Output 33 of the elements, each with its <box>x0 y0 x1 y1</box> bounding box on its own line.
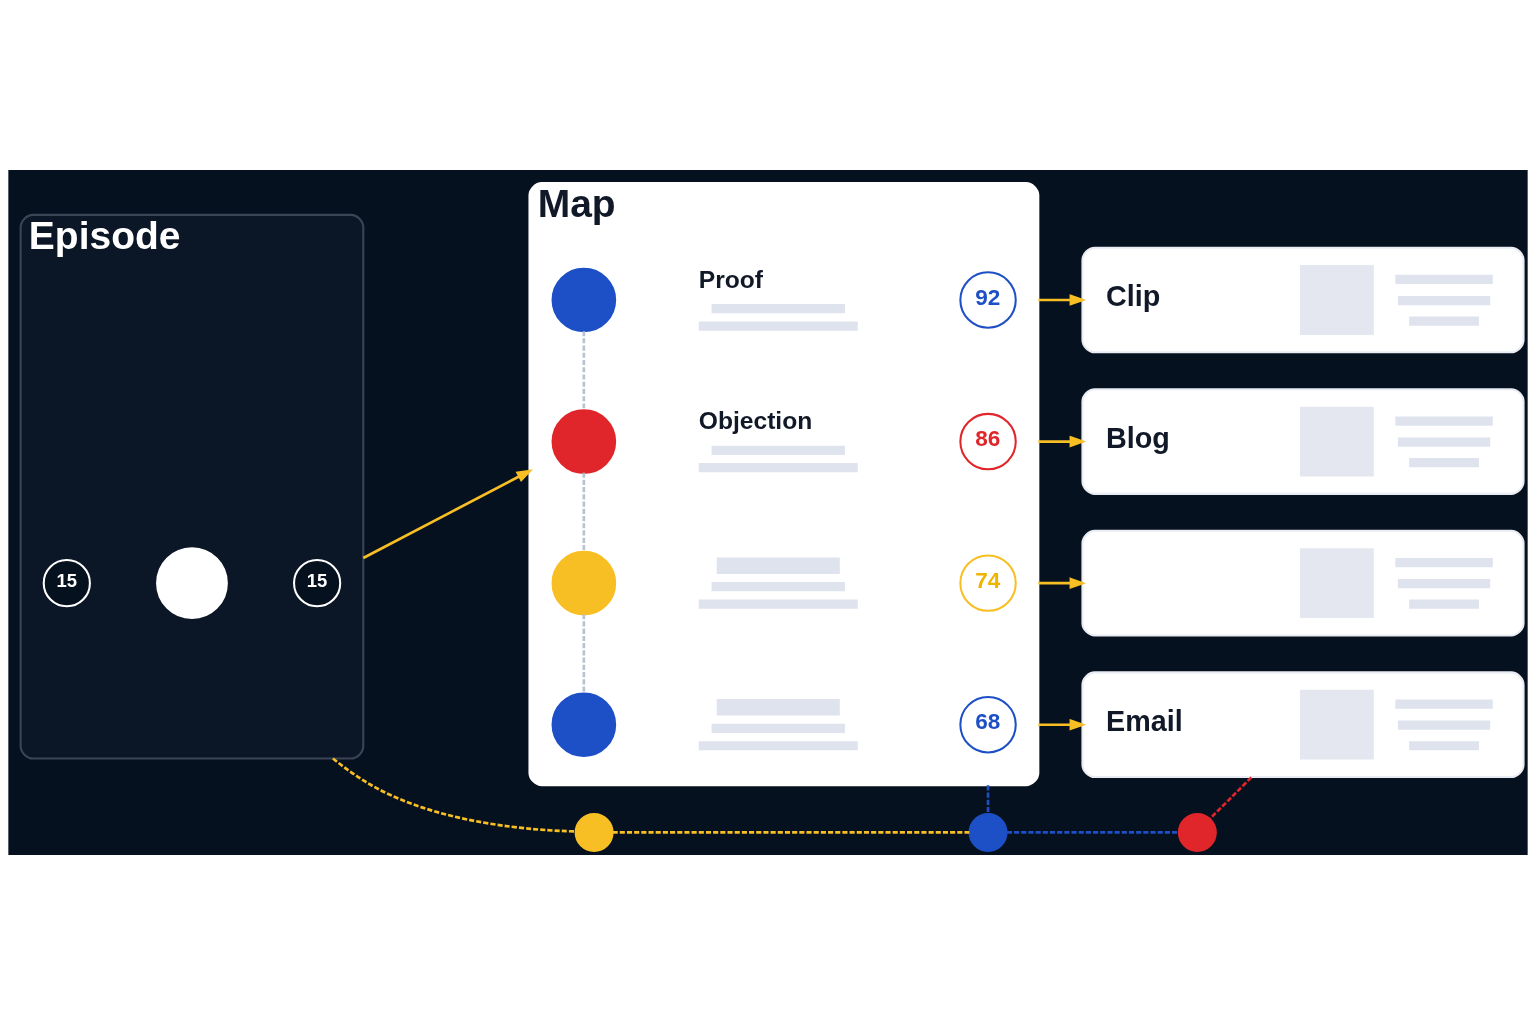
node-circle <box>551 267 617 332</box>
node-circle: 92 <box>959 270 1017 329</box>
connector <box>582 613 586 693</box>
node-circle <box>551 691 617 757</box>
node-box <box>1081 529 1525 636</box>
node-circle <box>1177 812 1217 852</box>
connector <box>1006 830 1179 834</box>
node-circle: 86 <box>959 412 1017 470</box>
node-box: Blog <box>1081 387 1525 495</box>
node-circle: 15 <box>42 558 91 607</box>
node-circle: 74 <box>959 553 1017 612</box>
node-box: Email <box>1081 670 1525 778</box>
node-circle: 68 <box>959 695 1017 753</box>
connector <box>612 830 970 834</box>
node-circle <box>574 812 614 852</box>
node-box: Clip <box>1081 246 1525 353</box>
node-circle <box>968 812 1008 852</box>
connector <box>1209 775 1253 819</box>
arrow <box>1038 435 1087 447</box>
arrow <box>362 468 534 559</box>
connector <box>582 330 586 410</box>
arrow <box>1038 576 1087 589</box>
node-label: Objection <box>698 406 813 434</box>
node-circle <box>551 550 617 615</box>
connector <box>332 757 576 833</box>
arrow <box>1038 293 1087 306</box>
connector <box>582 472 586 551</box>
arrow <box>1038 718 1087 731</box>
node-circle <box>156 546 228 619</box>
node-circle: 15 <box>293 558 342 607</box>
node-circle <box>551 408 617 474</box>
node-label: Proof <box>698 265 764 293</box>
connector <box>986 784 990 814</box>
